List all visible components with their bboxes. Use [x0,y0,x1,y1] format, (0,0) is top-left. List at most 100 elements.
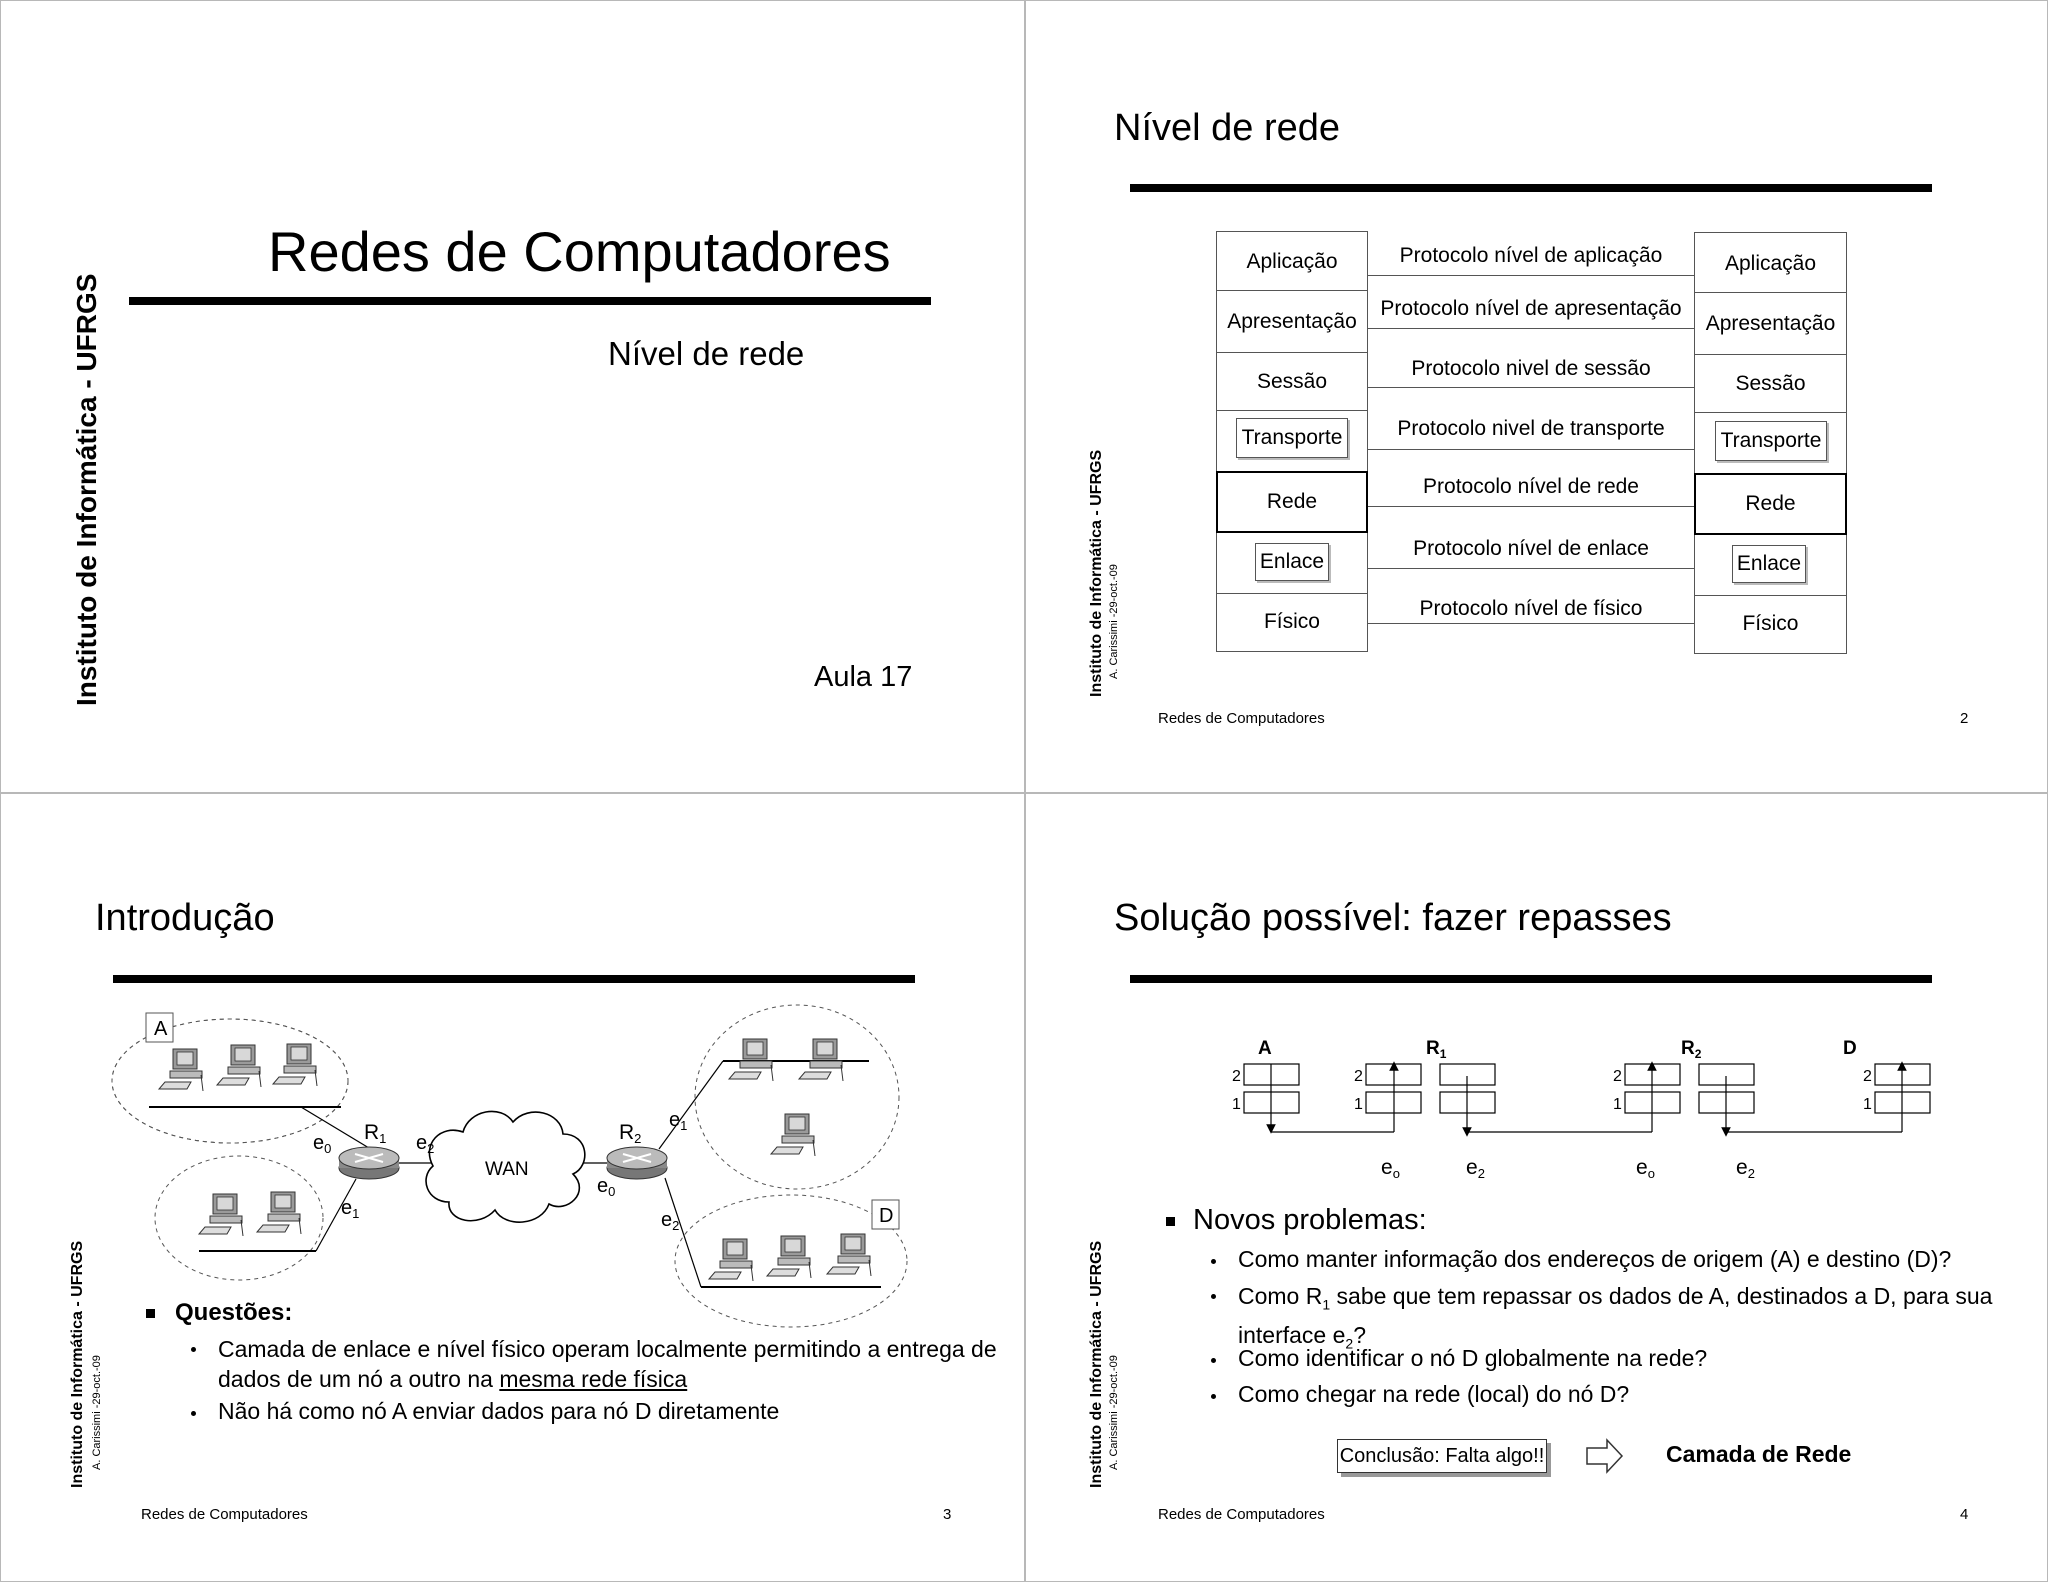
r2-e2-label: e [661,1209,672,1231]
problem-2-text-d: ? [1353,1322,1366,1348]
r2-e1-label: e [669,1109,680,1131]
problems-heading: Novos problemas: [1193,1204,1427,1236]
r1-e2-label: e [1466,1156,1478,1179]
right-layer-network: Rede [1694,473,1847,535]
right-layer-application: Aplicação [1694,235,1847,293]
r1-e2-label: e [416,1132,427,1154]
slide-3: Introdução Instituto de Informática - UF… [0,793,1025,1582]
slide-4-footer: Redes de Computadores [1158,1506,1325,1523]
slide-1-title: Redes de Computadores [268,219,891,284]
r2-e2-subscript: 2 [672,1218,679,1233]
questions-heading-row: Questões: [146,1299,292,1327]
r2-eo-subscript: o [1648,1166,1655,1181]
left-layer-link: Enlace [1255,543,1329,581]
router-2-header: R [1681,1038,1695,1059]
question-1-line-2: dados de um nó a outro na [218,1366,499,1392]
router-2-header-subscript: 2 [1695,1047,1702,1061]
slide-2-title-rule [1130,184,1932,192]
problems-bullet-icon [1166,1217,1175,1226]
problem-2-text-b: sabe que tem repassar os dados de A, des… [1330,1283,1992,1309]
problem-3: Como identificar o nó D globalmente na r… [1211,1345,1707,1372]
question-1-underlined: mesma rede física [499,1366,687,1392]
slide-2-footer: Redes de Computadores [1158,710,1325,727]
left-layer-transport: Transporte [1236,418,1348,458]
slide-1: Instituto de Informática - UFRGS Redes d… [0,0,1025,793]
stack-r1-level-1: 1 [1354,1096,1363,1113]
lan-right-top-boundary [695,1005,899,1189]
right-layer-physical: Físico [1694,596,1847,652]
svg-text:e0: e0 [597,1175,615,1199]
conclusion-box: Conclusão: Falta algo!! [1337,1439,1547,1473]
right-layer-session: Sessão [1694,355,1847,413]
r2-eo-label: e [1636,1156,1648,1179]
right-layer-transport: Transporte [1715,421,1827,461]
stack-a-level-1: 1 [1232,1096,1241,1113]
slide-2-title: Nível de rede [1114,107,1340,150]
problem-4-text: Como chegar na rede (local) do nó D? [1238,1381,1629,1407]
left-layer-network: Rede [1216,471,1368,533]
r1-e2-subscript: 2 [1478,1166,1485,1181]
r1-e0-label: e [313,1132,324,1154]
node-a-header: A [1258,1038,1272,1059]
network-layer-result: Camada de Rede [1666,1441,1851,1468]
slide-4-page-number: 4 [1960,1506,1968,1523]
stack-d-level-1: 1 [1863,1096,1872,1113]
left-layer-application: Aplicação [1216,233,1368,291]
arrow-right-icon [1585,1436,1625,1476]
r2-e2-subscript: 2 [1748,1166,1755,1181]
slide-1-subtitle: Nível de rede [608,335,804,373]
question-2-text: Não há como nó A enviar dados para nó D … [218,1398,779,1424]
node-d-header: D [1843,1038,1857,1059]
protocol-label-session: Protocolo nivel de sessão [1368,357,1694,381]
router-2-subscript: 2 [634,1131,641,1146]
svg-text:e1: e1 [669,1109,687,1133]
protocol-label-application: Protocolo nível de aplicação [1368,244,1694,268]
right-layer-link: Enlace [1732,545,1806,583]
r2-e2-label: e [1736,1156,1748,1179]
left-layer-presentation: Apresentação [1216,291,1368,353]
svg-text:e0: e0 [313,1132,331,1156]
problem-1-text: Como manter informação dos endereços de … [1238,1246,1951,1272]
r1-e0-subscript: 0 [324,1141,331,1156]
svg-text:eo: eo [1636,1156,1655,1181]
protocol-label-physical: Protocolo nível de físico [1368,597,1694,621]
slide-3-footer: Redes de Computadores [141,1506,308,1523]
problem-2-text-a: Como R [1238,1283,1322,1309]
node-a-label: A [154,1018,168,1040]
slide-4: Solução possível: fazer repasses Institu… [1025,793,2048,1582]
slide-1-institute-label: Instituto de Informática - UFRGS [71,274,103,706]
question-2: Não há como nó A enviar dados para nó D … [191,1398,779,1425]
wan-label: WAN [485,1159,529,1180]
protocol-line-link [1368,568,1694,569]
stack-d-level-2: 2 [1863,1068,1872,1085]
problem-1: Como manter informação dos endereços de … [1211,1246,1951,1273]
network-topology-diagram: A D WAN R1 R2 e0 e2 e1 e1 e0 e2 [1,794,1025,1582]
router-1-header: R [1426,1038,1440,1059]
problem-2-bullet-icon [1211,1294,1216,1299]
problem-4-bullet-icon [1211,1394,1216,1399]
protocol-label-network: Protocolo nível de rede [1368,475,1694,499]
svg-text:R1: R1 [364,1121,386,1146]
slide-1-lecture-number: Aula 17 [814,661,912,694]
router-1-subscript: 1 [379,1131,386,1146]
slide-2-institute-label: Instituto de Informática - UFRGS [1088,450,1106,697]
protocol-label-link: Protocolo nível de enlace [1368,537,1694,561]
questions-heading: Questões: [175,1299,292,1326]
question-2-bullet-icon [191,1411,196,1416]
slide-3-page-number: 3 [943,1506,951,1523]
protocol-line-network [1368,506,1694,507]
problem-1-bullet-icon [1211,1259,1216,1264]
router-1-label: R [364,1121,379,1144]
protocol-label-transport: Protocolo nivel de transporte [1368,417,1694,441]
problem-3-text: Como identificar o nó D globalmente na r… [1238,1345,1707,1371]
left-layer-physical: Físico [1216,594,1368,650]
r1-e1-subscript: 1 [352,1206,359,1221]
r2-e0-subscript: 0 [608,1184,615,1199]
r1-e2-subscript: 2 [427,1141,434,1156]
r2-e1-subscript: 1 [680,1118,687,1133]
router-2-label: R [619,1121,634,1144]
protocol-label-presentation: Protocolo nível de apresentação [1368,297,1694,321]
problem-3-bullet-icon [1211,1358,1216,1363]
protocol-line-presentation [1368,328,1694,329]
svg-text:R2: R2 [619,1121,641,1146]
